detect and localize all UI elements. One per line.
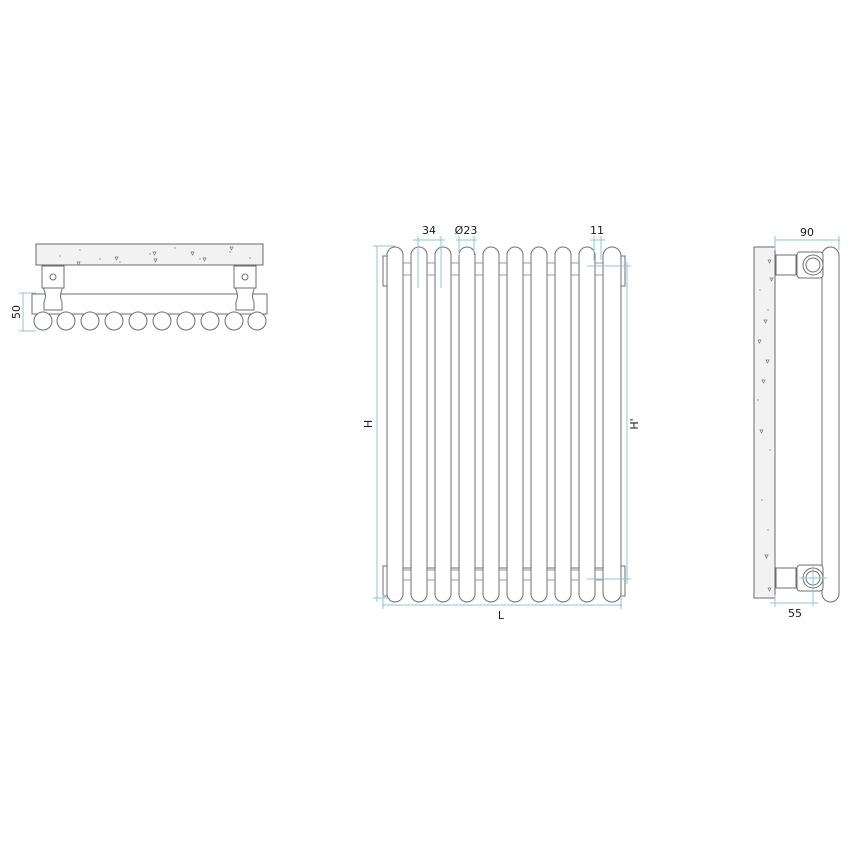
dimension-diameter-23: Ø23 <box>455 224 478 255</box>
bracket-hole-icon <box>49 273 57 281</box>
dimension-50: 50 <box>10 292 36 332</box>
dim-label-55: 55 <box>788 607 802 620</box>
dim-label-90: 90 <box>800 226 814 239</box>
side-wall <box>753 246 776 599</box>
dim-label-50: 50 <box>10 305 23 319</box>
top-wall-pipe <box>775 254 797 276</box>
bracket-hole-icon <box>241 273 249 281</box>
dim-label-H-prime: H' <box>628 418 641 429</box>
side-wall-aggregate <box>757 259 774 592</box>
dim-label-diameter-23: Ø23 <box>455 224 478 237</box>
dim-label-H: H <box>362 420 375 428</box>
dimension-H: H <box>362 245 395 602</box>
side-tube <box>821 246 840 603</box>
top-view: 50 <box>10 243 268 332</box>
side-wall-speckle <box>757 289 771 531</box>
dimension-34: 34 <box>413 224 445 288</box>
wall-aggregate-triangles <box>76 246 234 266</box>
top-view-tubes <box>33 311 267 331</box>
side-view: 90 55 <box>753 226 840 620</box>
dimension-90: 90 <box>774 226 840 250</box>
bottom-wall-pipe <box>775 567 797 589</box>
dimension-55: 55 <box>770 595 818 620</box>
wall-slab <box>35 243 264 266</box>
header-bar <box>31 293 268 315</box>
dim-label-11: 11 <box>590 224 604 237</box>
dimension-H-prime: H' <box>587 262 641 584</box>
left-collar <box>43 287 63 311</box>
dimension-11: 11 <box>590 224 605 260</box>
tube-connectors <box>403 262 603 581</box>
right-collar <box>235 287 255 311</box>
dim-label-L: L <box>498 609 505 622</box>
dimension-L: L <box>382 595 622 622</box>
dim-label-34: 34 <box>422 224 436 237</box>
front-view-tubes <box>386 246 622 603</box>
front-view: 34 Ø23 11 H H' <box>362 224 641 622</box>
wall-speckle-dots <box>59 247 251 263</box>
